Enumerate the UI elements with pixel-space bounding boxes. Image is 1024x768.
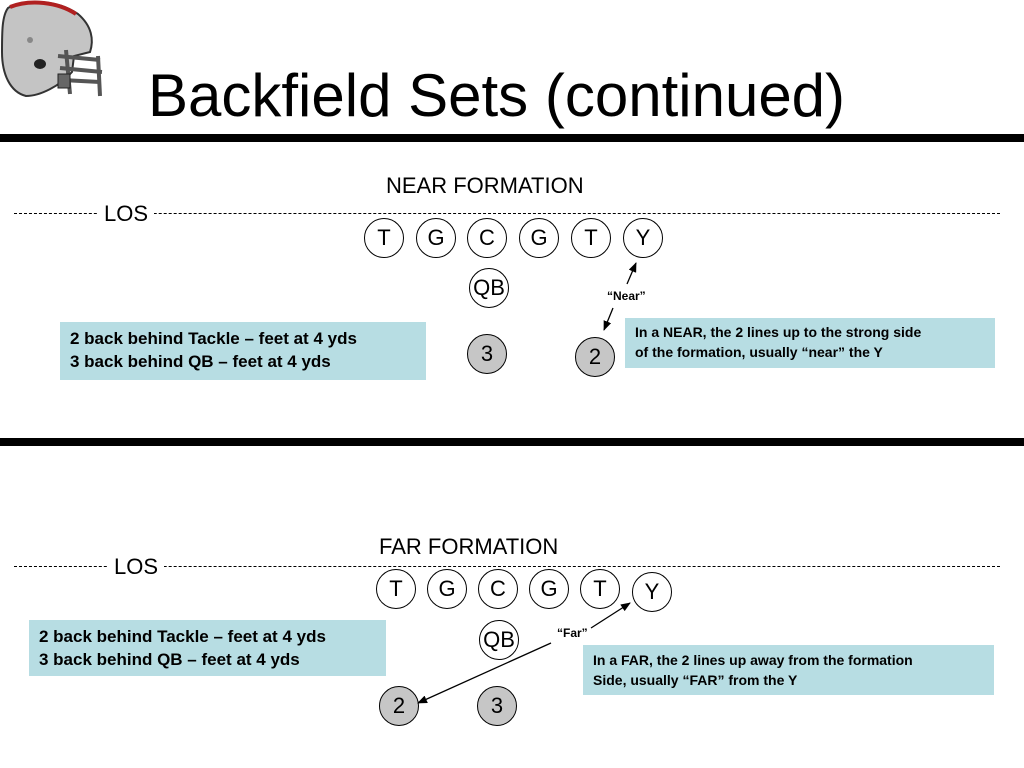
far-tight-end: Y	[632, 572, 672, 612]
near-alignment-note: 2 back behind Tackle – feet at 4 yds 3 b…	[60, 322, 426, 380]
far-alignment-line-2: 3 back behind QB – feet at 4 yds	[39, 650, 300, 669]
far-explanation-line-2: Side, usually “FAR” from the Y	[593, 672, 798, 688]
far-explanation-note: In a FAR, the 2 lines up away from the f…	[583, 645, 994, 695]
near-left-tackle: T	[364, 218, 404, 258]
near-arrow-to-y	[626, 262, 637, 285]
near-center: C	[467, 218, 507, 258]
far-los-line	[14, 566, 1000, 567]
far-quarterback: QB	[479, 620, 519, 660]
far-arrow-to-y	[590, 602, 631, 629]
near-alignment-line-2: 3 back behind QB – feet at 4 yds	[70, 352, 331, 371]
near-right-guard: G	[519, 218, 559, 258]
near-explanation-line-1: In a NEAR, the 2 lines up to the strong …	[635, 324, 922, 340]
far-heading: FAR FORMATION	[379, 534, 559, 559]
near-los-label: LOS	[98, 201, 155, 227]
far-alignment-note: 2 back behind Tackle – feet at 4 yds 3 b…	[29, 620, 386, 676]
near-left-guard: G	[416, 218, 456, 258]
football-helmet-icon	[0, 0, 110, 105]
far-explanation-line-1: In a FAR, the 2 lines up away from the f…	[593, 652, 913, 668]
far-right-guard: G	[529, 569, 569, 609]
near-arrow-to-2	[603, 307, 614, 331]
far-center: C	[478, 569, 518, 609]
slide-title: Backfield Sets (continued)	[148, 62, 846, 129]
far-callout: “Far”	[557, 626, 588, 640]
near-explanation-note: In a NEAR, the 2 lines up to the strong …	[625, 318, 995, 368]
far-los-label: LOS	[108, 554, 165, 580]
near-tight-end: Y	[623, 218, 663, 258]
near-back-3: 3	[467, 334, 507, 374]
far-right-tackle: T	[580, 569, 620, 609]
near-back-2: 2	[575, 337, 615, 377]
near-explanation-line-2: of the formation, usually “near” the Y	[635, 344, 883, 360]
near-alignment-line-1: 2 back behind Tackle – feet at 4 yds	[70, 329, 357, 348]
far-back-2: 2	[379, 686, 419, 726]
near-callout: “Near”	[607, 289, 646, 303]
far-left-guard: G	[427, 569, 467, 609]
far-alignment-line-1: 2 back behind Tackle – feet at 4 yds	[39, 627, 326, 646]
near-los-line	[14, 213, 1000, 214]
far-left-tackle: T	[376, 569, 416, 609]
far-back-3: 3	[477, 686, 517, 726]
near-right-tackle: T	[571, 218, 611, 258]
near-quarterback: QB	[469, 268, 509, 308]
middle-divider	[0, 438, 1024, 446]
far-arrow-to-2	[417, 642, 552, 704]
near-heading: NEAR FORMATION	[386, 173, 584, 198]
top-divider	[0, 134, 1024, 142]
